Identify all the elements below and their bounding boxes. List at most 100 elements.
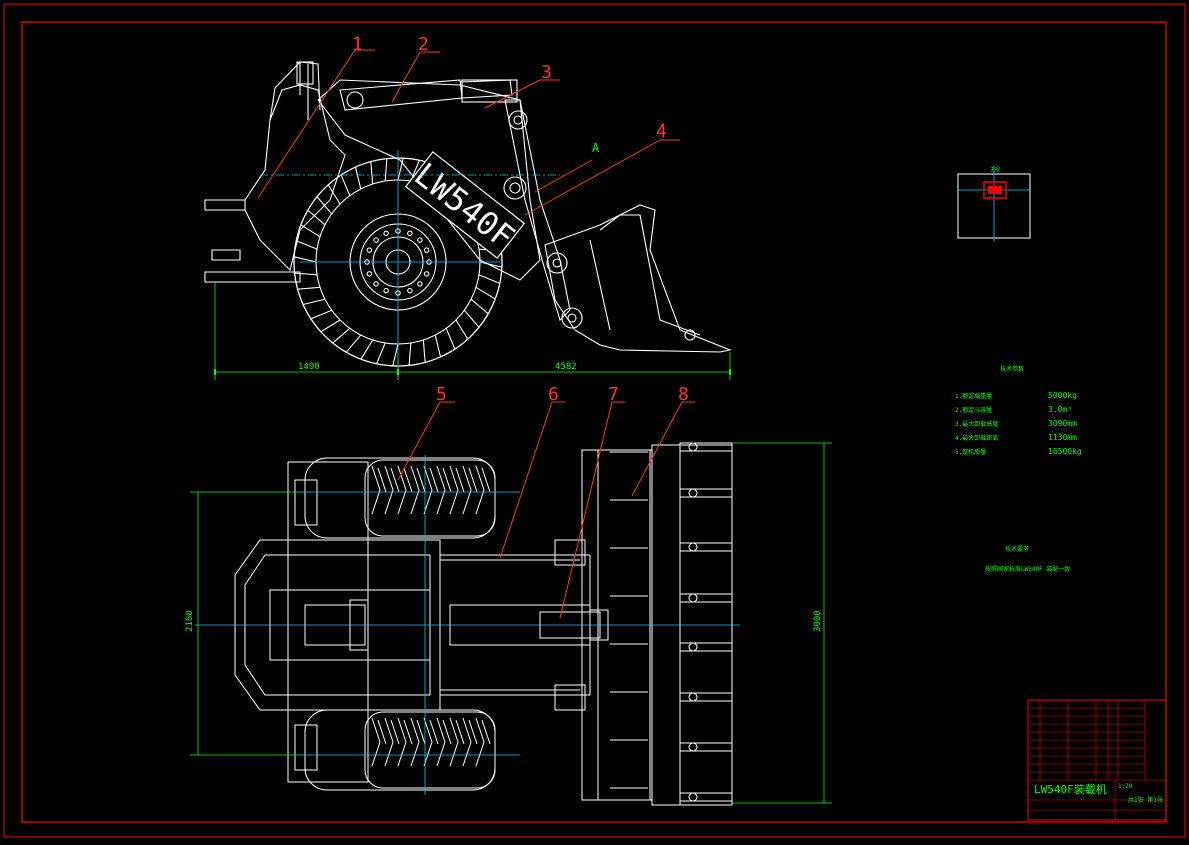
param-value: 5000kg — [1048, 391, 1077, 400]
rim-bolt — [366, 247, 373, 253]
tread-chevron — [436, 465, 452, 515]
tooth-pin — [688, 792, 698, 802]
tread-chevron — [462, 717, 478, 767]
inner-frame — [21, 21, 1167, 823]
bucket-ribs — [610, 451, 648, 789]
tread-chevron — [462, 465, 478, 515]
tread-chevron — [397, 465, 413, 515]
boom-arm — [317, 79, 541, 281]
param-label: 2.额定斗容量 — [955, 406, 992, 414]
top-view — [234, 442, 733, 806]
bucket-pin-lower — [561, 307, 583, 329]
tread-block — [320, 319, 341, 333]
bucket-tooth — [679, 442, 733, 452]
dim-top-width: 2160 — [185, 610, 195, 632]
tread-block — [422, 339, 426, 363]
rear-engine-hood — [234, 539, 441, 711]
bucket-tooth — [679, 542, 733, 552]
tread-chevron — [449, 465, 465, 515]
bucket — [544, 204, 732, 353]
dim-rear: 1490 — [298, 362, 320, 372]
tread-block — [340, 174, 351, 196]
bucket-tooth — [679, 742, 733, 752]
tread-block — [297, 286, 321, 290]
rim-bolt — [417, 237, 423, 243]
title-block-name: LW540F装载机 — [1034, 782, 1107, 796]
tooth-pin — [688, 692, 698, 702]
tread-chevron — [397, 717, 413, 767]
tread-block — [470, 298, 489, 315]
bucket-pin-upper — [546, 252, 568, 274]
bucket-teeth — [679, 442, 733, 802]
rim-bolt — [383, 230, 389, 237]
dim-bucket-width: 3000 — [813, 610, 823, 632]
rim-bolt — [373, 281, 379, 287]
side-callouts — [257, 49, 680, 216]
tread-chevron — [371, 717, 387, 767]
tread-chevron — [436, 717, 452, 767]
tire-chevrons — [371, 465, 491, 767]
tread-block — [302, 298, 326, 306]
tooth-pin — [688, 642, 698, 652]
rim-bolt — [407, 287, 413, 294]
bucket-tooth — [679, 488, 733, 498]
tread-block — [376, 342, 386, 364]
tread-block — [408, 342, 412, 366]
param-label: 5.整机质量 — [955, 448, 986, 456]
callout-2: 2 — [418, 34, 429, 55]
tire-top-lower — [304, 709, 496, 791]
tread-block — [384, 158, 388, 182]
rim-bolts — [364, 228, 432, 296]
tire-top-upper — [304, 457, 496, 539]
outer-frame — [3, 3, 1186, 838]
tread-block — [479, 261, 502, 268]
tread-block — [307, 209, 326, 226]
rear-frame — [244, 84, 346, 272]
tooth-pin — [688, 488, 698, 498]
tread-block — [300, 224, 321, 238]
tread-chevron — [384, 465, 400, 515]
title-block-sheet: 共1张 第1张 — [1128, 796, 1163, 804]
tread-chevron — [371, 465, 387, 515]
lift-cylinder — [339, 79, 513, 111]
tread-block — [478, 274, 500, 284]
tread-block — [294, 272, 318, 276]
top-centerlines — [195, 455, 740, 795]
callout-8: 8 — [678, 384, 689, 405]
tread-chevron — [410, 717, 426, 767]
tread-block — [332, 327, 351, 344]
rear-counterweight — [204, 199, 301, 283]
param-label: 4.最大卸载距离 — [955, 434, 998, 442]
tread-block — [345, 334, 362, 353]
tooth-pin — [688, 593, 698, 603]
rim-bolt — [366, 271, 373, 277]
rim-bolt — [373, 237, 379, 243]
locator-label: 主视 — [990, 166, 1000, 173]
tread-chevron — [449, 717, 465, 767]
param-value: 3.0m³ — [1048, 405, 1072, 414]
callout-3: 3 — [541, 62, 552, 83]
side-centerlines — [260, 150, 560, 380]
rim-bolt — [417, 281, 423, 287]
tread-block — [296, 240, 318, 250]
title-block: LW540F装载机 1:20 共1张 第1张 — [1027, 699, 1167, 821]
tread-block — [434, 334, 442, 358]
side-dimensions — [214, 282, 731, 380]
section-marker-a: A — [592, 141, 600, 155]
tread-chevron — [384, 717, 400, 767]
tooth-pin — [688, 542, 698, 552]
param-label: 1.额定载重量 — [955, 392, 992, 400]
tread-chevron — [475, 717, 491, 767]
tooth-pin — [688, 442, 698, 452]
top-callouts — [397, 401, 695, 619]
tread-block — [310, 309, 332, 320]
tread-block — [360, 339, 374, 360]
tech-params-heading: 技术参数 — [1000, 365, 1024, 373]
tread-block — [294, 256, 317, 263]
tread-block — [370, 161, 374, 185]
tilt-cylinder — [461, 79, 518, 103]
rear-light — [296, 61, 314, 85]
